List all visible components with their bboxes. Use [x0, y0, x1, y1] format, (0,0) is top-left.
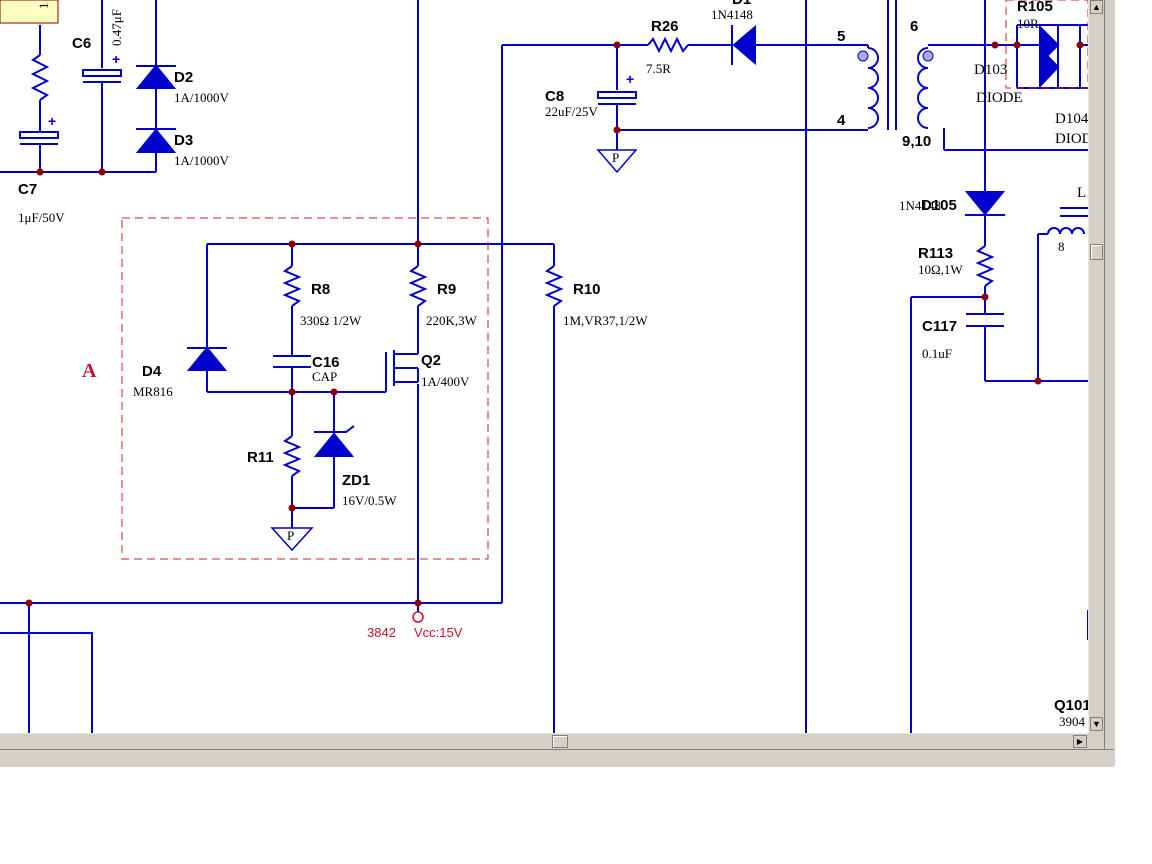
scroll-down-button[interactable]: ▼	[1090, 717, 1103, 731]
junctions	[25, 41, 1084, 607]
schematic-viewport[interactable]: + + +	[0, 0, 1088, 733]
r26-value: 7.5R	[646, 61, 671, 76]
r105-ref: R105	[1017, 0, 1053, 15]
q101-ref: Q101	[1054, 697, 1088, 714]
block-a-label: A	[82, 360, 97, 382]
vcc-annotation: Vcc:15V	[414, 625, 463, 640]
r9-value: 220K,3W	[426, 313, 478, 328]
scroll-right-button[interactable]: ▶	[1073, 735, 1087, 748]
d105-value: 1N4148	[899, 198, 941, 213]
r26-ref: R26	[651, 18, 679, 35]
r113-value: 10Ω,1W	[918, 262, 963, 277]
q2-value: 1A/400V	[421, 374, 470, 389]
d3-ref: D3	[174, 132, 193, 149]
horizontal-scroll-thumb[interactable]	[552, 735, 568, 748]
d104-ref: D104	[1055, 111, 1088, 127]
d2-ref: D2	[174, 69, 193, 86]
d3-value: 1A/1000V	[174, 153, 230, 168]
c6-value: 0.47μF	[109, 9, 124, 46]
r8-value: 330Ω 1/2W	[300, 313, 362, 328]
svg-text:+: +	[626, 71, 634, 87]
c16-ref: C16	[312, 354, 340, 371]
c7-value: 1μF/50V	[18, 210, 65, 225]
zd1-ref: ZD1	[342, 472, 370, 489]
vertical-scrollbar[interactable]: ▲ ▼	[1088, 0, 1105, 733]
d103-ref: D103	[974, 62, 1007, 78]
d104-value: DIODE	[1055, 131, 1088, 147]
transformer-pin-9-10: 9,10	[902, 133, 931, 150]
l1-ref: L1	[1077, 185, 1088, 201]
zd1-value: 16V/0.5W	[342, 493, 397, 508]
r9-ref: R9	[437, 281, 456, 298]
c7-ref: C7	[18, 181, 37, 198]
wires	[0, 0, 1088, 733]
q2-ref: Q2	[421, 352, 441, 369]
d4-value: MR816	[133, 384, 173, 399]
r10-value: 1M,VR37,1/2W	[563, 313, 648, 328]
r8-ref: R8	[311, 281, 330, 298]
r10-ref: R10	[573, 281, 601, 298]
q101-value: 3904	[1059, 714, 1086, 729]
d105-ref: D105	[921, 197, 957, 214]
d2-value: 1A/1000V	[174, 90, 230, 105]
r105-value: 10R	[1017, 16, 1039, 31]
c117-ref: C117	[922, 318, 957, 335]
c16-value: CAP	[312, 369, 337, 384]
schematic-canvas: + + +	[0, 0, 1088, 733]
scrollbar-corner	[1088, 733, 1104, 749]
d1-ref: D1	[732, 0, 751, 8]
c6-ref: C6	[72, 35, 91, 52]
window-frame-bottom	[0, 749, 1114, 767]
ground-r11: P	[287, 528, 294, 543]
l1-pin: 8	[1058, 239, 1065, 254]
chip-annotation: 3842	[367, 625, 396, 640]
ground-c8: P	[612, 150, 619, 165]
svg-text:+: +	[48, 113, 56, 129]
d1-value: 1N4148	[711, 7, 753, 22]
transformer-pin-5: 5	[837, 28, 845, 45]
c8-ref: C8	[545, 88, 564, 105]
svg-text:+: +	[112, 51, 120, 67]
d4-ref: D4	[142, 363, 162, 380]
vertical-scroll-thumb[interactable]	[1090, 244, 1103, 260]
transformer-pin-4: 4	[837, 112, 846, 129]
r11-ref: R11	[247, 449, 274, 466]
horizontal-scrollbar[interactable]: ▶	[0, 733, 1088, 750]
r113-ref: R113	[918, 245, 953, 262]
d103-value: DIODE	[976, 90, 1023, 106]
c117-value: 0.1uF	[922, 346, 952, 361]
scroll-up-button[interactable]: ▲	[1090, 0, 1103, 14]
c8-value: 22uF/25V	[545, 104, 598, 119]
block-a-border	[121, 217, 489, 560]
chip-pin-label: 1	[36, 3, 51, 10]
transformer-pin-6: 6	[910, 18, 918, 35]
window-frame-right	[1104, 0, 1115, 766]
